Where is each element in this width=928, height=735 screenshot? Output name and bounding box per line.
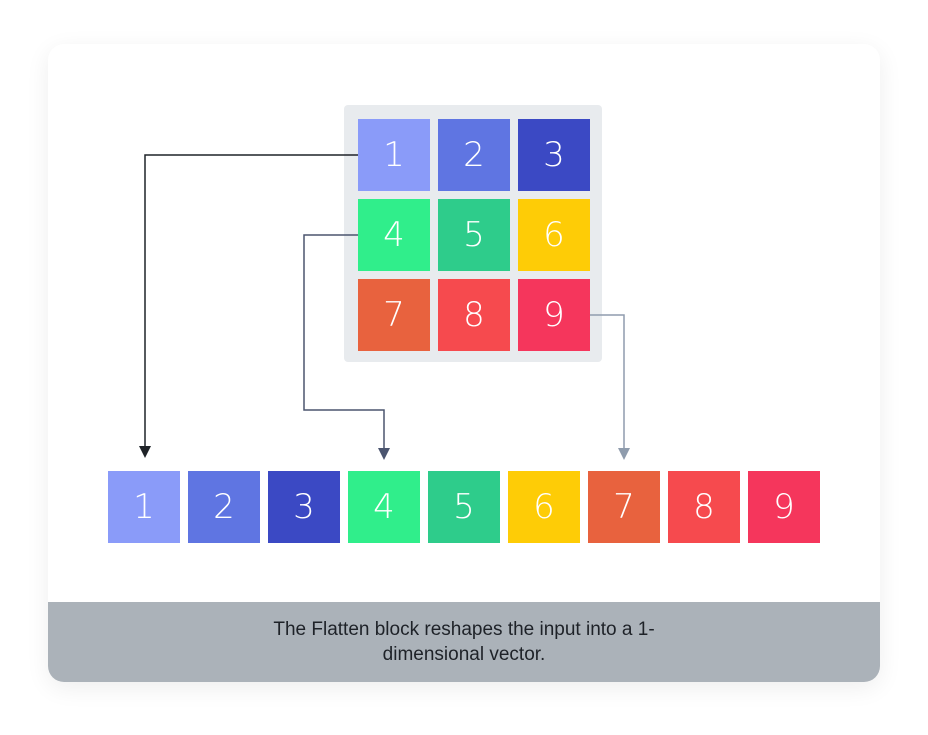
grid-cell-7: 7 <box>358 279 430 351</box>
vector-cell-9: 9 <box>748 471 820 543</box>
vector-cell-7: 7 <box>588 471 660 543</box>
caption-bar: The Flatten block reshapes the input int… <box>48 602 880 682</box>
grid-cell-4: 4 <box>358 199 430 271</box>
vector-cell-5: 5 <box>428 471 500 543</box>
grid-cell-1: 1 <box>358 119 430 191</box>
grid-cell-8: 8 <box>438 279 510 351</box>
vector-cell-1: 1 <box>108 471 180 543</box>
caption-text: The Flatten block reshapes the input int… <box>273 619 655 665</box>
grid-cell-2: 2 <box>438 119 510 191</box>
vector-cell-6: 6 <box>508 471 580 543</box>
grid-cell-5: 5 <box>438 199 510 271</box>
vector-cell-3: 3 <box>268 471 340 543</box>
vector-cell-2: 2 <box>188 471 260 543</box>
grid-cell-3: 3 <box>518 119 590 191</box>
vector-cell-4: 4 <box>348 471 420 543</box>
grid-cell-6: 6 <box>518 199 590 271</box>
grid-cell-9: 9 <box>518 279 590 351</box>
vector-cell-8: 8 <box>668 471 740 543</box>
